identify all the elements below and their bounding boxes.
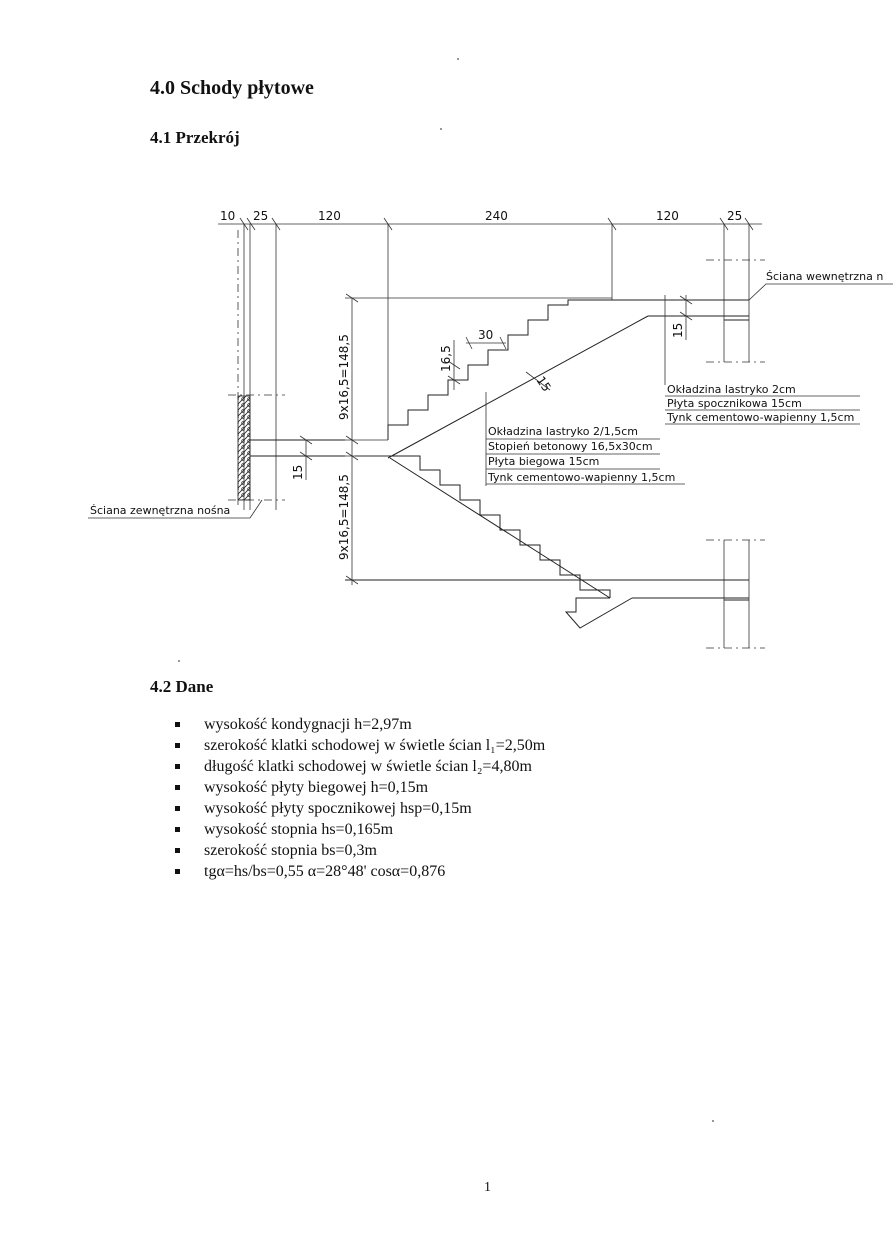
- list-item: wysokość stopnia hs=0,165m: [175, 819, 545, 840]
- bullet-icon: [175, 848, 180, 853]
- page-number: 1: [484, 1180, 491, 1195]
- dim-top-4: 240: [485, 209, 508, 223]
- dim-step-width: 30: [478, 328, 493, 342]
- legend-landing-2: Płyta spocznikowa 15cm: [667, 397, 802, 410]
- legend-flight-2: Stopień betonowy 16,5x30cm: [488, 440, 653, 453]
- bullet-icon: [175, 722, 180, 727]
- scan-speck: [712, 1120, 714, 1122]
- label-inner-wall: Ściana wewnętrzna n: [766, 270, 883, 283]
- dim-top-6: 25: [727, 209, 742, 223]
- inner-wall-leader: [748, 283, 893, 301]
- stair-section-drawing: 10 25 120 240 120 25: [88, 209, 893, 649]
- legend-landing-1: Okładzina lastryko 2cm: [667, 383, 796, 396]
- section-title-dane: 4.2 Dane: [150, 677, 214, 696]
- bullet-icon: [175, 806, 180, 811]
- param-text: szerokość klatki schodowej w świetle ści…: [204, 737, 546, 754]
- list-item: wysokość płyty biegowej h=0,15m: [175, 777, 545, 798]
- dim-top-1: 10: [220, 209, 235, 223]
- param-text: szerokość stopnia bs=0,3m: [204, 842, 377, 859]
- vertical-dimensions: [299, 293, 693, 585]
- param-text: tgα=hs/bs=0,55 α=28°48' cosα=0,876: [204, 863, 446, 880]
- scan-speck: [440, 128, 442, 130]
- outer-wall-leader: [88, 499, 263, 519]
- param-text: wysokość płyty biegowej h=0,15m: [204, 779, 429, 796]
- list-item: szerokość stopnia bs=0,3m: [175, 840, 545, 861]
- list-item: długość klatki schodowej w świetle ścian…: [175, 756, 545, 777]
- legend-flight-1: Okładzina lastryko 2/1,5cm: [488, 425, 638, 438]
- legend-flight-3: Płyta biegowa 15cm: [488, 455, 599, 468]
- dim-riser-lower: 9x16,5=148,5: [337, 474, 351, 560]
- dim-top-2: 25: [253, 209, 268, 223]
- legend-flight-4: Tynk cementowo-wapienny 1,5cm: [487, 471, 675, 484]
- dim-top-5: 120: [656, 209, 679, 223]
- scan-speck: [178, 660, 180, 662]
- dim-top-3: 120: [318, 209, 341, 223]
- inner-wall: [706, 259, 765, 649]
- dim-landing-right: 15: [671, 323, 685, 338]
- param-text: wysokość kondygnacji h=2,97m: [204, 716, 412, 733]
- legend-landing-3: Tynk cementowo-wapienny 1,5cm: [666, 411, 854, 424]
- upper-flight: [345, 297, 649, 459]
- param-text: wysokość płyty spocznikowej hsp=0,15m: [204, 800, 472, 817]
- bullet-icon: [175, 869, 180, 874]
- list-item: wysokość płyty spocznikowej hsp=0,15m: [175, 798, 545, 819]
- bullet-icon: [175, 764, 180, 769]
- outer-wall: [228, 230, 345, 505]
- bullet-icon: [175, 785, 180, 790]
- legend-landing: [665, 395, 860, 425]
- param-text: długość klatki schodowej w świetle ścian…: [204, 758, 532, 775]
- list-item: tgα=hs/bs=0,55 α=28°48' cosα=0,876: [175, 861, 545, 882]
- page-heading: 4.0 Schody płytowe: [150, 77, 314, 99]
- list-item: wysokość kondygnacji h=2,97m: [175, 714, 545, 735]
- parameter-list: wysokość kondygnacji h=2,97m szerokość k…: [175, 714, 545, 882]
- legend-flight: [485, 392, 685, 486]
- bullet-icon: [175, 743, 180, 748]
- param-text: wysokość stopnia hs=0,165m: [204, 821, 394, 838]
- section-title-przekroj: 4.1 Przekrój: [150, 128, 240, 147]
- dim-step-height: 16,5: [439, 345, 453, 372]
- lower-flight: [345, 455, 749, 629]
- label-outer-wall: Ściana zewnętrzna nośna: [90, 504, 230, 517]
- dim-riser-upper: 9x16,5=148,5: [337, 334, 351, 420]
- bullet-icon: [175, 827, 180, 832]
- scan-speck: [457, 58, 459, 60]
- upper-landing: [612, 295, 749, 385]
- list-item: szerokość klatki schodowej w świetle ści…: [175, 735, 545, 756]
- dim-landing-left: 15: [291, 465, 305, 480]
